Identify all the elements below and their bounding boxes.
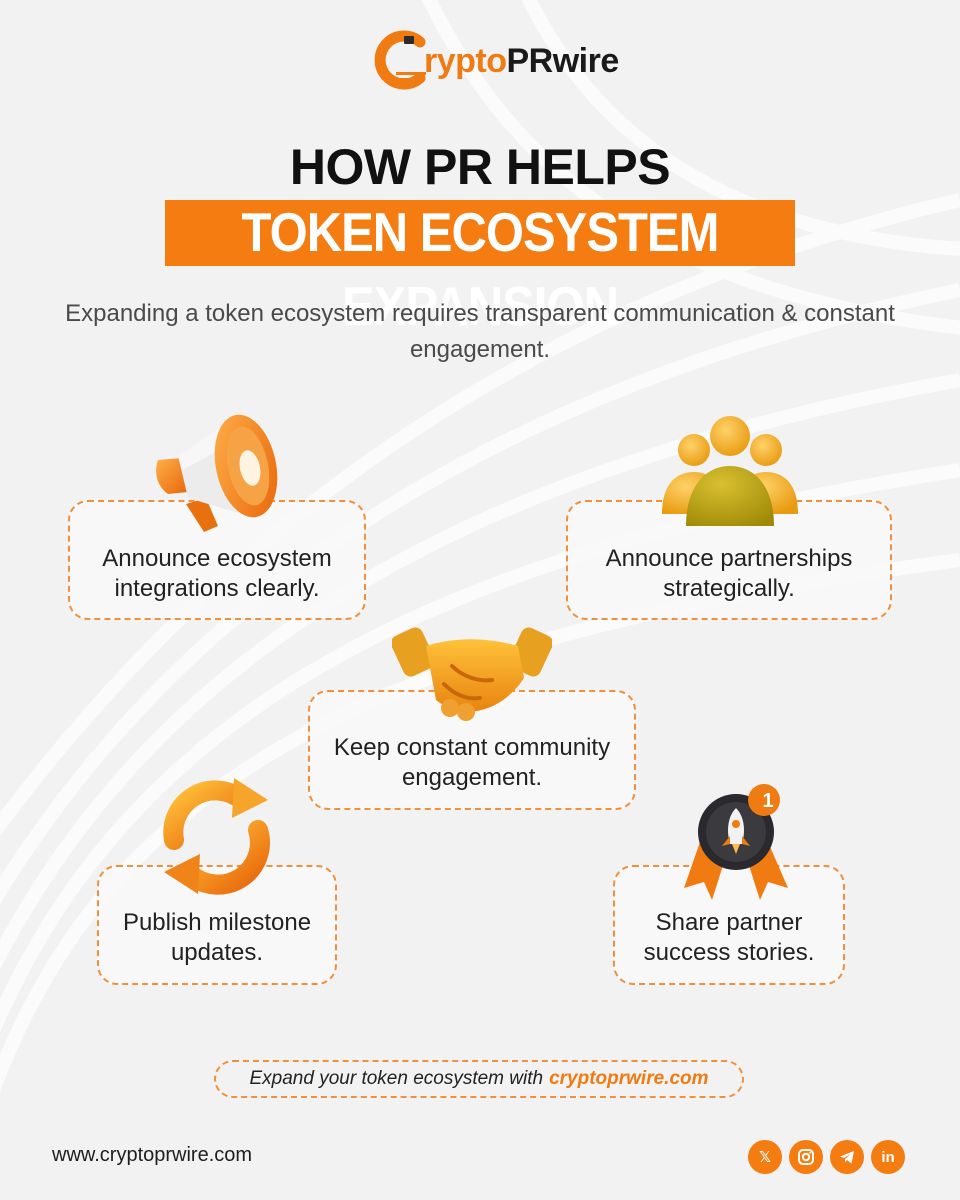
page-title: HOW PR HELPS (289, 139, 671, 195)
instagram-social-button[interactable] (789, 1140, 823, 1174)
card-label: Publish milestone updates. (122, 909, 312, 966)
cryptoprwire-logo: ryptoPRwire (372, 28, 619, 92)
page-subtitle-banner: TOKEN ECOSYSTEM EXPANSION (165, 200, 795, 337)
card-label: Keep constant community engagement. (333, 734, 611, 791)
instagram-icon (798, 1149, 814, 1165)
cta-text: Expand your token ecosystem with (249, 1068, 544, 1089)
cta-banner: Expand your token ecosystem with cryptop… (214, 1060, 744, 1098)
handshake-icon (392, 627, 552, 721)
megaphone-icon (156, 414, 278, 532)
card-success-stories: Share partner success stories. (613, 865, 845, 985)
linkedin-icon: in (881, 1148, 895, 1166)
x-icon: 𝕏 (758, 1149, 772, 1166)
intro-text: Expanding a token ecosystem requires tra… (65, 300, 895, 363)
telegram-icon (840, 1151, 854, 1164)
telegram-social-button[interactable] (830, 1140, 864, 1174)
logo-c-icon (374, 30, 426, 90)
x-social-button[interactable]: 𝕏 (748, 1140, 782, 1174)
card-partnerships: Announce partnerships strategically. (566, 500, 892, 620)
refresh-icon (163, 778, 270, 895)
card-label: Announce partnerships strategically. (605, 545, 853, 602)
cta-link[interactable]: cryptoprwire.com (549, 1068, 709, 1089)
medal-badge-number: 1 (762, 790, 774, 812)
page-subtitle: TOKEN ECOSYSTEM EXPANSION (241, 202, 720, 338)
card-label: Announce ecosystem integrations clearly. (102, 545, 332, 602)
rocket-medal-icon (684, 784, 788, 900)
people-group-icon (662, 416, 798, 526)
linkedin-social-button[interactable]: in (871, 1140, 905, 1174)
card-label: Share partner success stories. (643, 909, 815, 966)
logo-wordmark: ryptoPRwire (424, 42, 619, 80)
footer-url-link[interactable]: www.cryptoprwire.com (52, 1144, 253, 1166)
